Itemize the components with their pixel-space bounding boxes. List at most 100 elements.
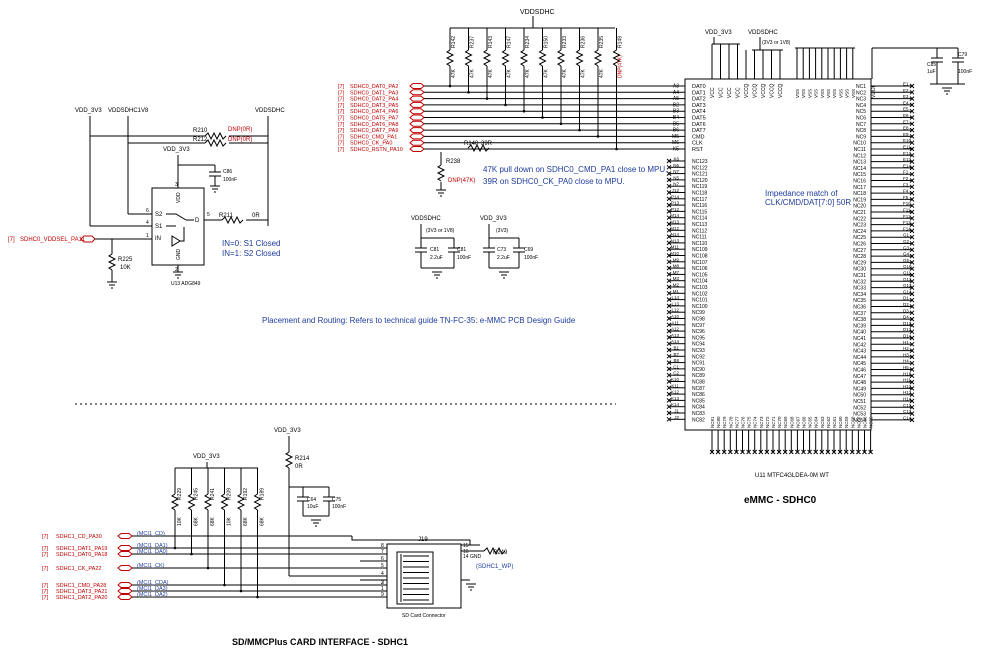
emmc-nc-label: NC36 [853,305,866,311]
pullup-resistor-symbol [464,49,473,67]
r140-symbol [467,143,490,153]
r210-val: DNP(0R) [228,127,252,133]
emmc-ball: F5 [903,195,909,200]
emmc-nc-label: NC67 [795,416,800,428]
c75-val: 100nF [332,504,346,510]
emmc-ball: A13 [671,333,680,338]
no-connect-mark [862,449,867,455]
no-connect-mark [666,353,672,359]
no-connect-mark [909,335,915,341]
emmc-ground-pin: VSS [838,89,843,98]
sd-pullup-ref: R209 [227,488,233,500]
no-connect-mark [666,391,672,397]
no-connect-mark [909,411,915,416]
net-port [409,127,425,134]
no-connect-mark [721,449,727,455]
sd-net-label: SDHC1_CD_PA30 [56,534,102,540]
emmc-nc-label: NC91 [692,361,705,367]
j19-pin-16: 16 [463,549,469,555]
u13-switch-symbol [166,213,194,227]
no-connect-mark [909,152,915,158]
emmc-ball: E10 [903,138,912,143]
emmc-nc-label: NC43 [853,349,866,355]
emmc-ball: N7 [673,169,679,174]
emmc-nc-label: NC15 [853,172,866,178]
ref-tag: [7] [338,128,345,134]
no-connect-mark [909,140,915,146]
emmc-nc-label: NC44 [853,355,866,361]
emmc-ball: E7 [903,119,909,124]
ref-tag: [7] [338,116,345,122]
no-connect-mark [909,127,915,133]
r225-ref: R225 [118,257,133,263]
no-connect-mark [758,449,764,455]
emmc-nc-label: NC73 [759,416,764,428]
emmc-ball: G14 [903,289,912,294]
emmc-nc-label: NC28 [853,254,866,260]
emmc-ball: N7 [673,182,679,187]
u13-pinnum-1: 1 [146,233,149,239]
emmc-nc-label: NC64 [814,416,819,428]
no-connect-mark [909,354,915,360]
wire [351,536,471,545]
emmc-nc-label: NC53 [853,412,866,418]
c85-val: 1uF [927,69,936,75]
no-connect-mark [868,449,873,455]
sd-pullup-resistor-symbol [203,493,213,511]
no-connect-mark [909,386,915,391]
no-connect-mark [909,379,915,385]
emmc-ball: P13 [671,201,680,206]
emmc-nc-label: NC55 [869,416,874,428]
emmc-ball: F1 [903,170,909,175]
emmc-power-pin: VCC [719,87,725,98]
emmc-ball: N13 [671,238,680,243]
no-connect-mark [666,272,672,277]
no-connect-mark [666,265,672,271]
no-connect-mark [666,341,672,347]
r212-ref: R212 [193,137,208,143]
emmc-nc-label: NC46 [853,368,866,374]
emmc-power-pin: VCC [710,87,716,98]
emmc-ball: E5 [903,107,909,112]
no-connect-mark [666,316,672,321]
no-connect-mark [666,335,672,340]
emmc-power-pin: VCC [736,87,742,98]
emmc-ball: D4 [903,315,909,320]
ref-tag: [7] [338,103,345,109]
no-connect-mark [746,449,751,455]
emmc-nc-label: NC84 [692,405,705,411]
r238-symbol [436,164,446,182]
emmc-nc-label: NC81 [710,416,715,428]
sd-net-label: SDHC1_DAT1_PA19 [56,546,107,552]
rail-vdd3v3-sw: VDD_3V3 [75,108,102,114]
emmc-ball: N5 [673,175,679,180]
no-connect-mark [909,291,915,297]
emmc-nc-label: NC2 [856,90,866,96]
emmc-nc-label: NC30 [853,267,866,273]
no-connect-mark [909,360,915,366]
rail-vddsdhc-top: VDDSDHC [520,9,555,16]
ref-tag: [7] [42,534,49,540]
pullup-resistor-symbol [519,49,529,67]
emmc-nc-label: NC119 [692,184,707,190]
emmc-ground-pin: VSS [795,89,800,98]
emmc-nc-label: NC88 [692,380,705,386]
sd-net-alias: (MCI1_DA3) [137,586,168,592]
c79-ref: C79 [958,52,967,58]
c64-val: 10uF [307,504,318,510]
c64-ref: C64 [307,497,316,503]
sd-pullup-ref: R189 [260,488,266,500]
sd-net-label: SDHC1_DAT3_PA21 [56,589,107,595]
c86-val: 100nF [223,177,237,183]
net-port [409,101,425,108]
no-connect-mark [666,360,672,365]
sd-pullup-ref: R245 [194,488,200,500]
emmc-nc-label: NC102 [692,291,708,297]
no-connect-mark [909,323,915,328]
no-connect-mark [734,449,739,455]
rail-vdd3v3-emmc: VDD_3V3 [705,30,732,36]
no-connect-mark [666,322,672,328]
emmc-nc-label: NC92 [692,354,705,360]
